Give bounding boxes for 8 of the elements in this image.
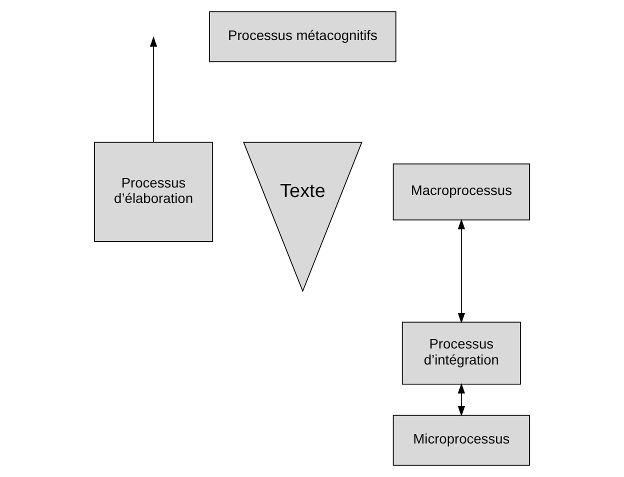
node-box: Processus d’élaboration	[94, 142, 214, 242]
arrow	[150, 36, 158, 143]
node-box: Processus d’intégration	[402, 322, 521, 385]
node-box: Processus métacognitifs	[209, 11, 396, 62]
node-box: Macroprocessus	[392, 163, 530, 220]
arrow	[458, 383, 466, 416]
arrow	[458, 218, 466, 324]
node-box: Microprocessus	[392, 414, 530, 466]
